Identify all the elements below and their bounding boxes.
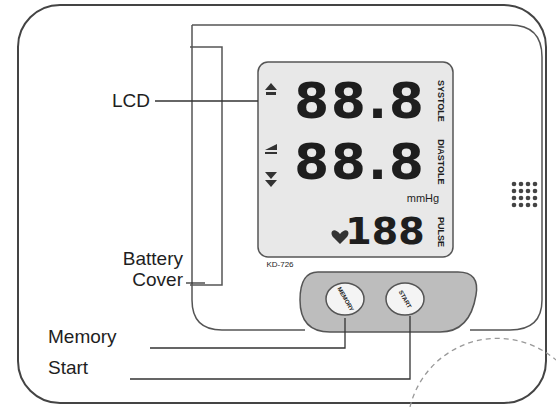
model-number: KD-726 [266,261,293,270]
button-panel [300,272,477,332]
lcd-digits: 88.8 [294,135,425,190]
lcd-digits: 188 [345,211,424,253]
speaker-grille [512,182,538,208]
part-label: LCD [112,91,150,112]
start-button [386,283,424,315]
battery-cover-bracket [190,47,222,285]
part-label: Memory [48,327,117,348]
part-label: Start [48,358,88,379]
lcd-legend: DIASTOLE [435,139,445,184]
lcd-unit: mmHg [407,192,439,204]
outer-frame [18,5,546,403]
lcd-legend: SYSTOLE [435,80,445,122]
detail-circle [410,338,556,407]
lcd-digits: 88.8 [294,74,425,129]
memory-button [326,283,364,315]
lcd-legend: PULSE [435,217,445,247]
part-label: Battery Cover [103,249,183,291]
lcd-panel [258,62,453,257]
